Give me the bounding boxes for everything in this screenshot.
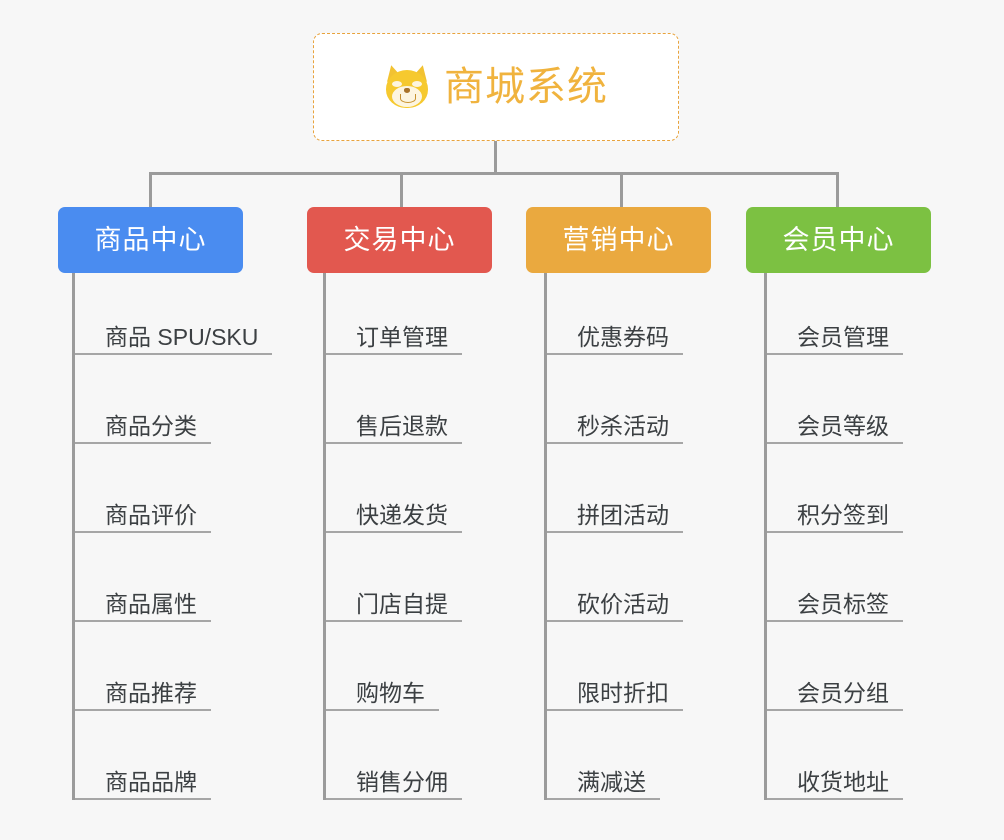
leaf-item[interactable]: 会员标签 bbox=[767, 578, 903, 622]
root-title: 商城系统 bbox=[444, 65, 608, 109]
leaf-item[interactable]: 购物车 bbox=[326, 667, 439, 711]
leaf-label: 售后退款 bbox=[356, 412, 448, 439]
leaf-item[interactable]: 积分签到 bbox=[767, 489, 903, 533]
connector-drop-1 bbox=[149, 172, 152, 207]
leaf-item[interactable]: 订单管理 bbox=[326, 311, 462, 355]
connector-drop-4 bbox=[836, 172, 839, 207]
leaf-label: 购物车 bbox=[356, 679, 425, 706]
leaf-label: 收货地址 bbox=[797, 768, 889, 795]
leaf-label: 销售分佣 bbox=[356, 768, 448, 795]
leaf-label: 商品属性 bbox=[105, 590, 197, 617]
branch-trunk-4 bbox=[764, 273, 767, 800]
leaf-item[interactable]: 快递发货 bbox=[326, 489, 462, 533]
leaf-label: 拼团活动 bbox=[577, 501, 669, 528]
connector-horizontal-bus bbox=[149, 172, 839, 175]
leaf-item[interactable]: 商品品牌 bbox=[75, 756, 211, 800]
leaf-item[interactable]: 销售分佣 bbox=[326, 756, 462, 800]
category-label-1: 商品中心 bbox=[94, 224, 207, 255]
leaf-item[interactable]: 会员等级 bbox=[767, 400, 903, 444]
leaf-item[interactable]: 售后退款 bbox=[326, 400, 462, 444]
leaf-label: 商品分类 bbox=[105, 412, 197, 439]
connector-root-stem bbox=[494, 141, 497, 175]
leaf-label: 商品 SPU/SKU bbox=[105, 323, 259, 350]
leaf-label: 会员标签 bbox=[797, 590, 889, 617]
branch-trunk-3 bbox=[544, 273, 547, 800]
connector-drop-2 bbox=[400, 172, 403, 207]
leaf-item[interactable]: 商品推荐 bbox=[75, 667, 211, 711]
leaf-label: 会员等级 bbox=[797, 412, 889, 439]
leaf-item[interactable]: 秒杀活动 bbox=[547, 400, 683, 444]
leaf-item[interactable]: 会员分组 bbox=[767, 667, 903, 711]
leaf-label: 会员管理 bbox=[797, 323, 889, 350]
connector-drop-3 bbox=[620, 172, 623, 207]
leaf-label: 商品推荐 bbox=[105, 679, 197, 706]
category-box-1[interactable]: 商品中心 bbox=[58, 207, 243, 273]
root-node[interactable]: 商城系统 bbox=[313, 33, 679, 141]
category-label-2: 交易中心 bbox=[343, 224, 456, 255]
leaf-item[interactable]: 收货地址 bbox=[767, 756, 903, 800]
leaf-item[interactable]: 商品属性 bbox=[75, 578, 211, 622]
category-label-4: 会员中心 bbox=[782, 224, 895, 255]
category-box-3[interactable]: 营销中心 bbox=[526, 207, 711, 273]
category-box-4[interactable]: 会员中心 bbox=[746, 207, 931, 273]
leaf-item[interactable]: 商品 SPU/SKU bbox=[75, 311, 273, 355]
leaf-label: 限时折扣 bbox=[577, 679, 669, 706]
category-box-2[interactable]: 交易中心 bbox=[307, 207, 492, 273]
branch-trunk-1 bbox=[72, 273, 75, 800]
leaf-item[interactable]: 砍价活动 bbox=[547, 578, 683, 622]
leaf-label: 商品品牌 bbox=[105, 768, 197, 795]
leaf-item[interactable]: 拼团活动 bbox=[547, 489, 683, 533]
dog-face-icon bbox=[383, 63, 431, 110]
category-label-3: 营销中心 bbox=[562, 224, 675, 255]
leaf-label: 满减送 bbox=[577, 768, 646, 795]
leaf-item[interactable]: 商品分类 bbox=[75, 400, 211, 444]
leaf-label: 会员分组 bbox=[797, 679, 889, 706]
leaf-item[interactable]: 优惠券码 bbox=[547, 311, 683, 355]
branch-trunk-2 bbox=[323, 273, 326, 800]
leaf-label: 门店自提 bbox=[356, 590, 448, 617]
leaf-label: 积分签到 bbox=[797, 501, 889, 528]
leaf-item[interactable]: 门店自提 bbox=[326, 578, 462, 622]
leaf-label: 商品评价 bbox=[105, 501, 197, 528]
leaf-label: 订单管理 bbox=[356, 323, 448, 350]
leaf-label: 快递发货 bbox=[356, 501, 448, 528]
leaf-label: 秒杀活动 bbox=[577, 412, 669, 439]
leaf-label: 优惠券码 bbox=[577, 323, 669, 350]
leaf-item[interactable]: 商品评价 bbox=[75, 489, 211, 533]
leaf-label: 砍价活动 bbox=[577, 590, 669, 617]
leaf-item[interactable]: 限时折扣 bbox=[547, 667, 683, 711]
leaf-item[interactable]: 会员管理 bbox=[767, 311, 903, 355]
leaf-item[interactable]: 满减送 bbox=[547, 756, 660, 800]
